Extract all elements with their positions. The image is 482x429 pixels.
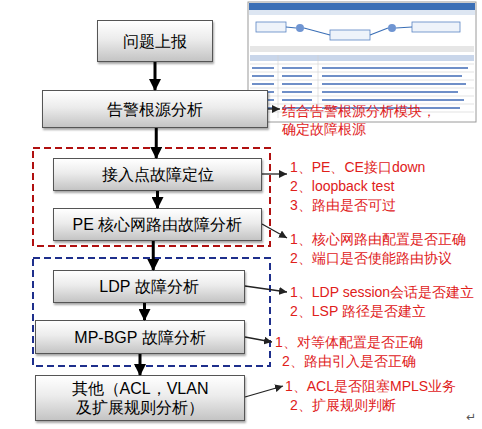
process-box: 其他（ACL，VLAN 及扩展规则分析） (35, 375, 245, 421)
process-box: 问题上报 (97, 20, 213, 62)
box-text: 告警根源分析 (107, 100, 203, 119)
box-text: 其他（ACL，VLAN 及扩展规则分析） (68, 379, 212, 417)
process-box: 告警根源分析 (42, 90, 268, 128)
process-box: 接入点故障定位 (53, 158, 262, 191)
annotation-text: 2、扩展规则判断 (290, 396, 396, 414)
flow-arrow (154, 62, 157, 90)
annotation-text: 结合告警根源分析模块，确定故障根源 (282, 102, 447, 138)
flow-arrow (152, 241, 155, 270)
box-text: LDP 故障分析 (99, 277, 198, 296)
box-text: MP-BGP 故障分析 (74, 328, 205, 347)
annotation-text: 2、LSP 路径是否建立 (290, 302, 426, 320)
annotation-text: 2、loopback test (290, 177, 394, 195)
annotation-text: 1、ACL是否阻塞MPLS业务 (285, 377, 456, 395)
process-box: MP-BGP 故障分析 (35, 320, 245, 354)
annotation-text: 1、核心网路由配置是否正确 (290, 230, 466, 248)
process-box: LDP 故障分析 (53, 270, 245, 303)
flow-arrow (155, 128, 158, 158)
process-box: PE 核心网路由故障分析 (53, 208, 262, 241)
annotation-text: ↵ (466, 408, 476, 426)
flow-arrow (143, 303, 146, 320)
annotation-text: 2、路由引入是否正确 (282, 352, 416, 370)
box-text: 接入点故障定位 (102, 165, 214, 184)
group-frame-red (33, 148, 270, 246)
annotation-text: 1、LDP session会话是否建立 (290, 283, 474, 301)
flow-arrow (139, 354, 142, 375)
annotation-text: 1、对等体配置是否正确 (275, 333, 423, 351)
annotation-text: 3、路由是否可过 (290, 196, 396, 214)
annotation-text: 1、PE、CE接口down (290, 158, 425, 176)
leader-arrows (245, 109, 287, 397)
group-frame-blue (33, 258, 270, 366)
box-text: PE 核心网路由故障分析 (73, 215, 243, 234)
flow-arrow (156, 191, 159, 208)
annotation-text: 2、端口是否使能路由协议 (290, 249, 452, 267)
box-text: 问题上报 (123, 32, 187, 51)
